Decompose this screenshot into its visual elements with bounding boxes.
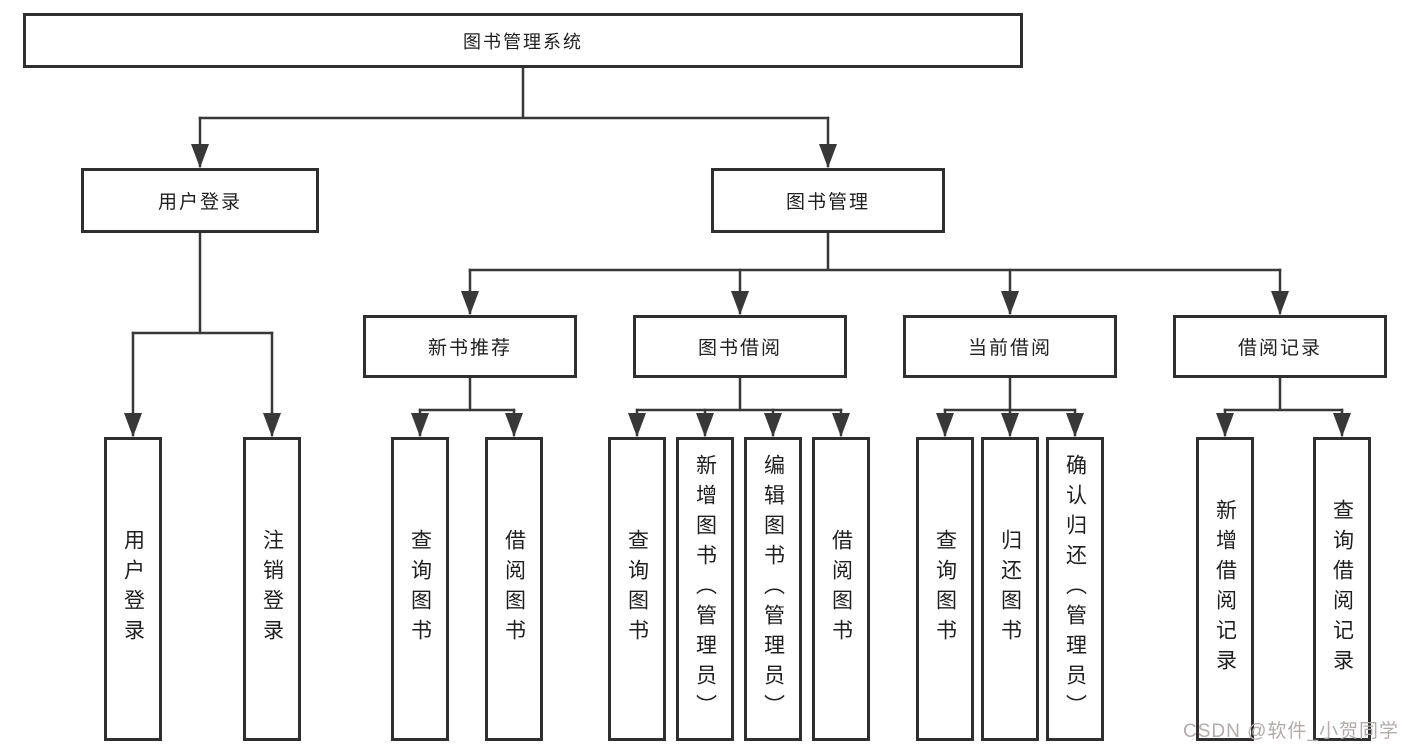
node-new-book-recommend-label: 新书推荐 (427, 338, 512, 359)
leaf-edit-book-admin-label: 编辑图书（管理员） (761, 454, 785, 724)
node-borrow-records: 借阅记录 (1173, 315, 1387, 378)
node-book-management-label: 图书管理 (785, 192, 870, 213)
leaf-logout-label: 注销登录 (260, 529, 284, 649)
leaf-borrow-book-recommend-label: 借阅图书 (502, 529, 526, 649)
leaf-query-books-current: 查询图书 (916, 437, 974, 741)
leaf-query-borrow-record-label: 查询借阅记录 (1330, 499, 1354, 679)
leaf-edit-book-admin: 编辑图书（管理员） (744, 437, 802, 741)
leaf-query-books-borrow: 查询图书 (608, 437, 666, 741)
leaf-return-book: 归还图书 (981, 437, 1039, 741)
node-current-borrow-label: 当前借阅 (967, 338, 1052, 359)
node-book-borrow: 图书借阅 (633, 315, 847, 378)
node-user-login: 用户登录 (81, 168, 319, 233)
leaf-borrow-book-label: 借阅图书 (829, 529, 853, 649)
leaf-confirm-return-admin-label: 确认归还（管理员） (1063, 454, 1087, 724)
leaf-query-books-current-label: 查询图书 (933, 529, 957, 649)
leaf-add-book-admin-label: 新增图书（管理员） (693, 454, 717, 724)
node-book-borrow-label: 图书借阅 (697, 338, 782, 359)
node-root-system-label: 图书管理系统 (463, 31, 583, 52)
leaf-add-borrow-record-label: 新增借阅记录 (1213, 499, 1237, 679)
leaf-add-borrow-record: 新增借阅记录 (1196, 437, 1254, 741)
node-user-login-label: 用户登录 (157, 192, 242, 213)
leaf-confirm-return-admin: 确认归还（管理员） (1046, 437, 1104, 741)
leaf-add-book-admin: 新增图书（管理员） (676, 437, 734, 741)
leaf-query-books-borrow-label: 查询图书 (625, 529, 649, 649)
leaf-return-book-label: 归还图书 (998, 529, 1022, 649)
node-book-management: 图书管理 (711, 168, 945, 233)
node-borrow-records-label: 借阅记录 (1237, 338, 1322, 359)
leaf-query-books-recommend: 查询图书 (391, 437, 449, 741)
leaf-user-login-label: 用户登录 (121, 529, 145, 649)
leaf-user-login: 用户登录 (104, 437, 162, 741)
leaf-query-borrow-record: 查询借阅记录 (1313, 437, 1371, 741)
leaf-logout: 注销登录 (243, 437, 301, 741)
leaf-query-books-recommend-label: 查询图书 (408, 529, 432, 649)
leaf-borrow-book: 借阅图书 (812, 437, 870, 741)
node-current-borrow: 当前借阅 (903, 315, 1117, 378)
node-root-system: 图书管理系统 (23, 13, 1023, 68)
node-new-book-recommend: 新书推荐 (363, 315, 577, 378)
leaf-borrow-book-recommend: 借阅图书 (485, 437, 543, 741)
csdn-watermark: CSDN @软件_小贺同学 (1183, 721, 1399, 742)
